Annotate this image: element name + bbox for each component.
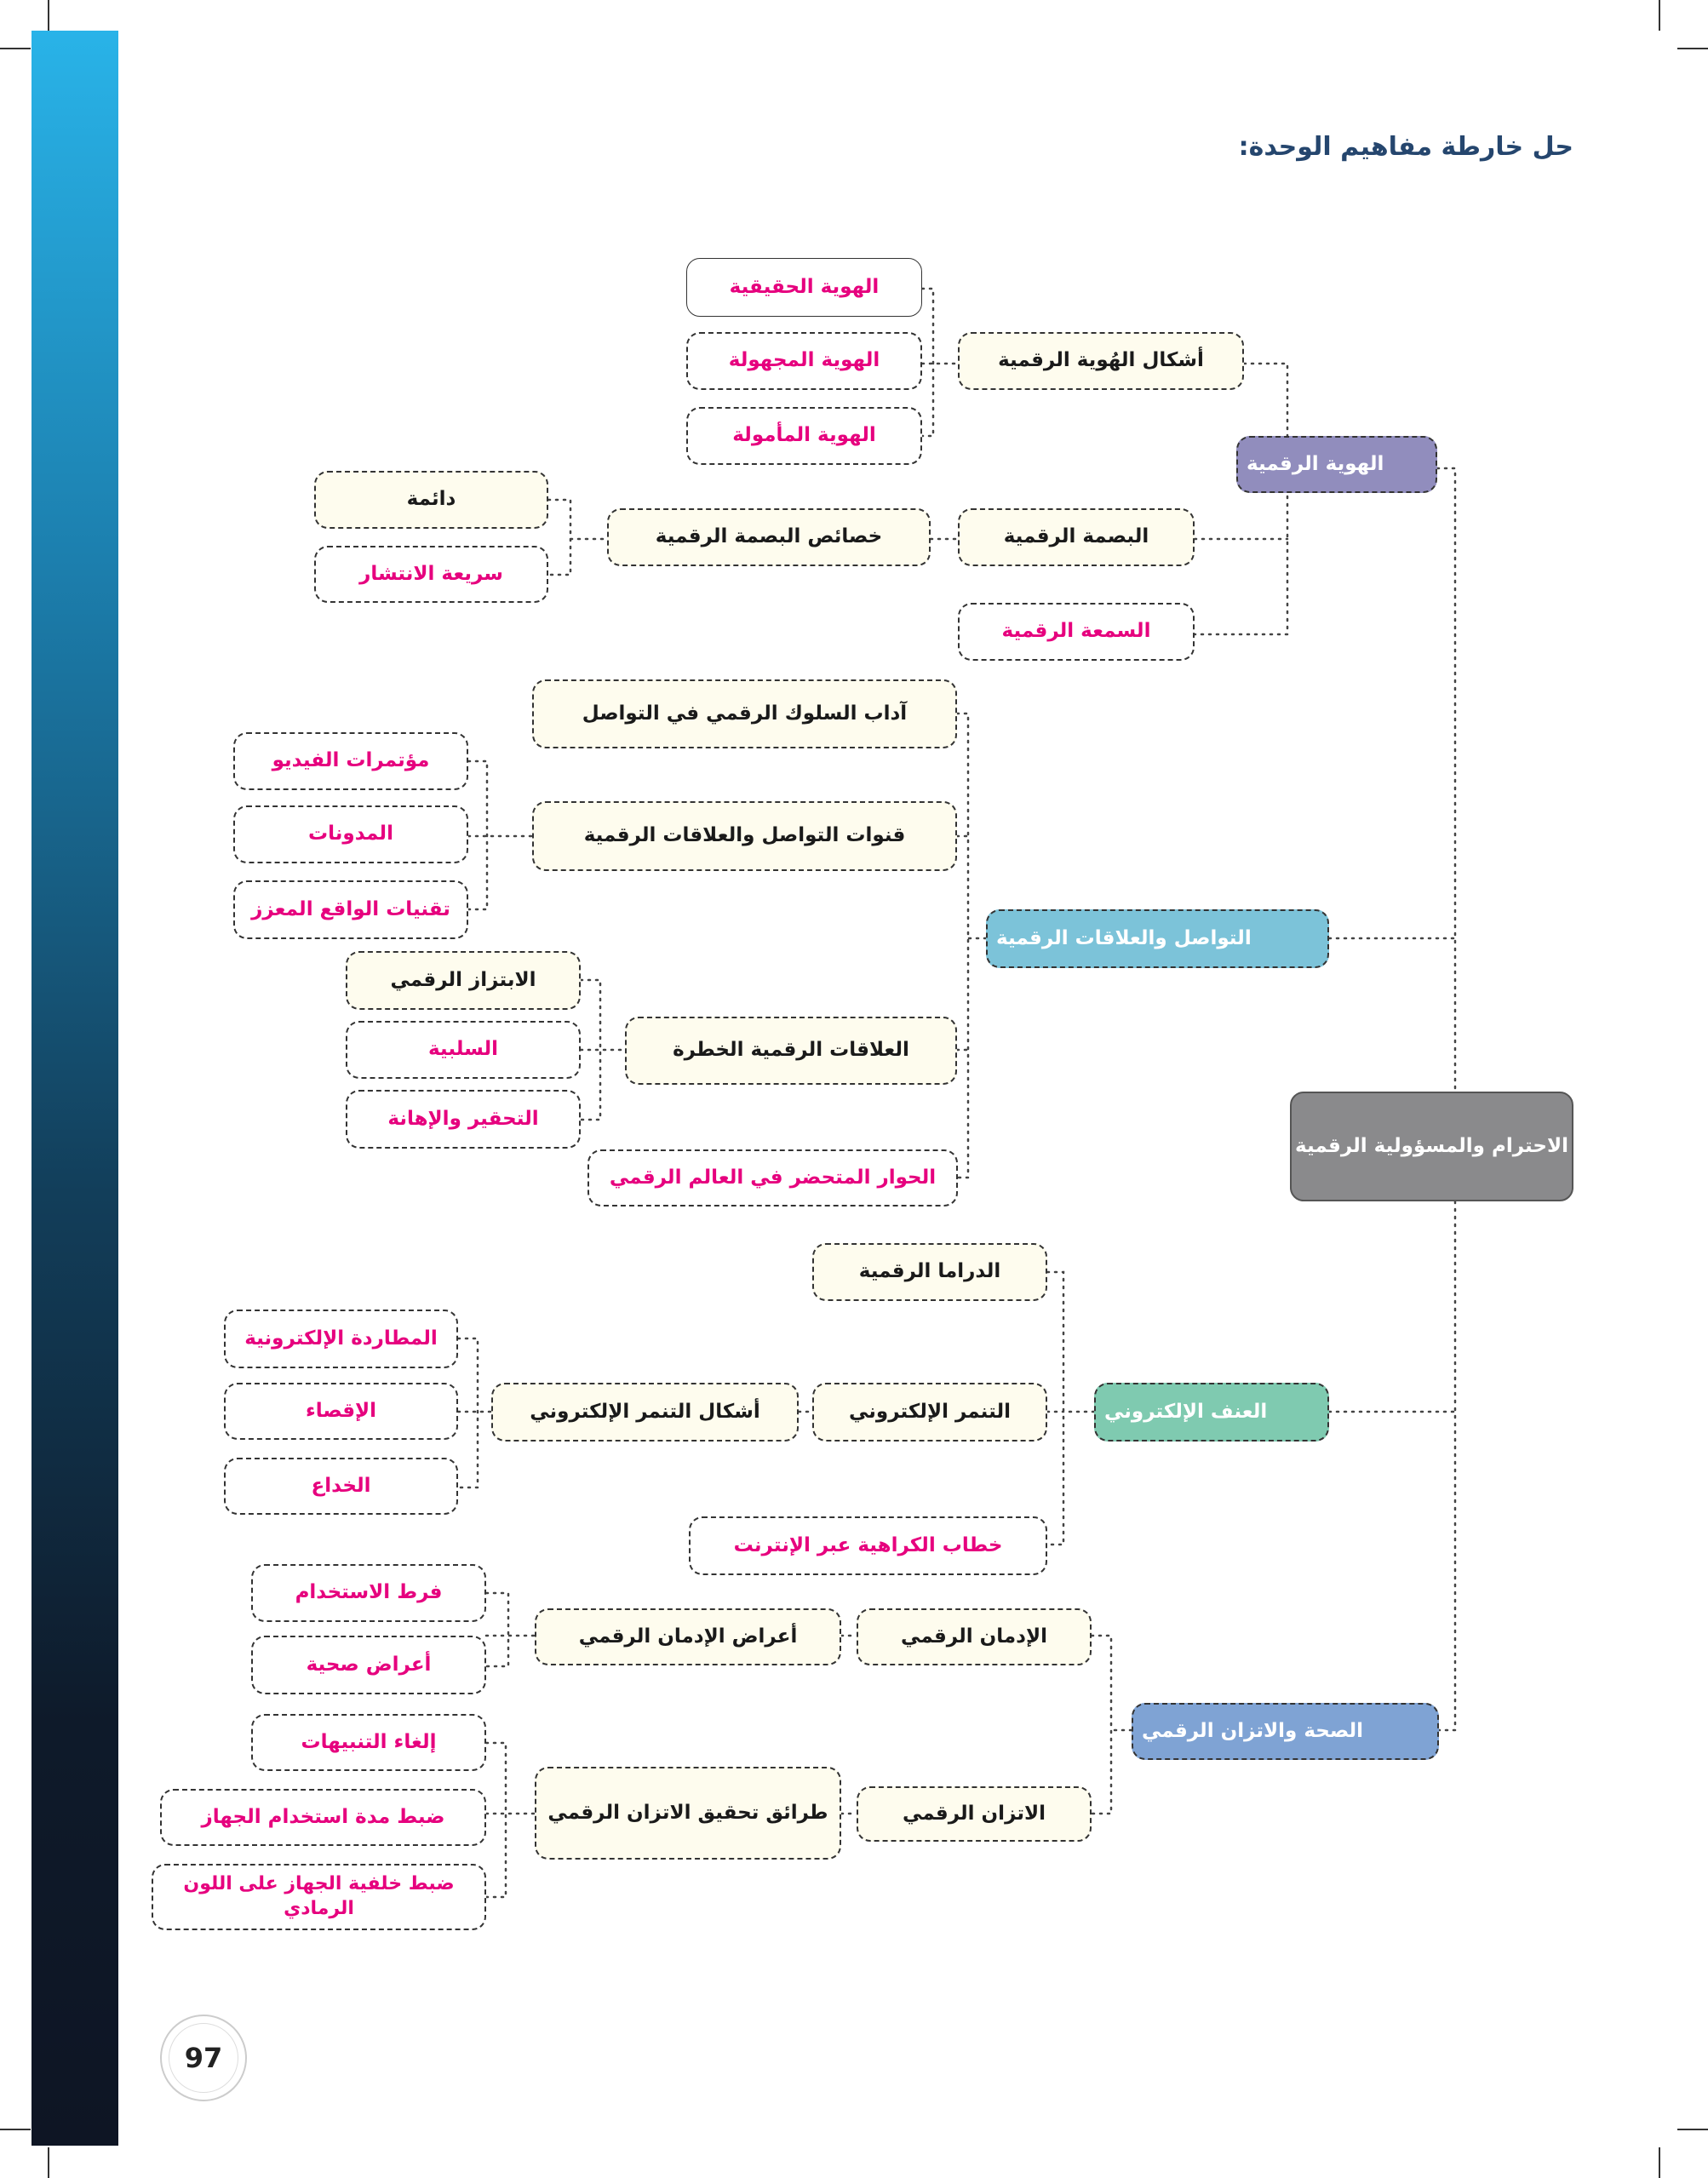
connector-dangerous [579,978,627,1121]
page-number: 97 [160,2015,247,2101]
connector-addiction [484,1591,858,1668]
node-limit-usage-time: ضبط مدة استخدام الجهاز [160,1789,486,1846]
connector-channels [467,759,534,911]
node-anonymous-identity: الهوية المجهولة [686,332,922,390]
page-title: حل خارطة مفاهيم الوحدة: [1238,132,1573,162]
node-real-identity: الهوية الحقيقية [686,258,922,317]
node-negativity: السلبية [346,1021,581,1079]
crop-mark [1677,2129,1708,2130]
node-identity-forms: أشكال الهُوية الرقمية [958,332,1244,390]
connector-identity [1193,362,1289,636]
node-digital-drama: الدراما الرقمية [812,1243,1047,1301]
node-overuse: فرط الاستخدام [251,1564,486,1622]
node-digital-identity: الهوية الرقمية [1236,436,1437,493]
node-augmented-reality: تقنيات الواقع المعزز [233,880,468,939]
node-video-conferences: مؤتمرات الفيديو [233,732,468,790]
node-hate-speech: خطاب الكراهية عبر الإنترنت [689,1516,1047,1575]
node-fast-spreading: سريعة الانتشار [314,546,548,603]
node-cyberbullying: التنمر الإلكتروني [812,1383,1047,1441]
node-digital-balance: الاتزان الرقمي [857,1786,1092,1842]
node-health-symptoms: أعراض صحية [251,1636,486,1694]
node-dangerous-relations: العلاقات الرقمية الخطرة [625,1017,957,1085]
crop-mark [1659,2147,1660,2178]
connector-violence-branch [1046,1270,1096,1546]
crop-mark [0,48,31,49]
node-addiction-symptoms: أعراض الإدمان الرقمي [535,1608,841,1665]
node-deception: الخداع [224,1458,458,1515]
node-respect-responsibility: الاحترام والمسؤولية الرقمية [1290,1092,1573,1201]
node-disable-notifications: إلغاء التنبيهات [251,1714,486,1771]
node-civil-dialogue: الحوار المتحضر في العالم الرقمي [587,1149,958,1206]
node-humiliation: التحقير والإهانة [346,1090,581,1149]
node-blogs: المدونات [233,805,468,863]
node-blackmail: الابتزاز الرقمي [346,951,581,1010]
crop-mark [48,0,49,31]
node-cyber-violence: العنف الإلكتروني [1094,1383,1329,1441]
node-digital-addiction: الإدمان الرقمي [857,1608,1092,1665]
connector-bullying-forms [456,1337,814,1489]
node-desired-identity: الهوية المأمولة [686,407,922,465]
crop-mark [48,2147,49,2178]
node-permanent: دائمة [314,471,548,529]
crop-mark [0,2129,31,2130]
node-bullying-forms: أشكال التنمر الإلكتروني [491,1383,799,1441]
connector-balance [484,1741,858,1899]
node-balance-ways: طرائق تحقيق الاتزان الرقمي [535,1767,841,1860]
node-digital-reputation: السمعة الرقمية [958,603,1195,661]
side-color-bar [32,31,118,2146]
node-communication: التواصل والعلاقات الرقمية [986,909,1329,968]
crop-mark [1677,48,1708,49]
connector-health-branch [1090,1634,1133,1815]
node-etiquette: آداب السلوك الرقمي في التواصل [532,679,957,748]
node-grayscale-background: ضبط خلفية الجهاز على اللون الرمادي [152,1864,486,1930]
connector-communication-branch [955,712,988,1179]
node-footprint-properties: خصائص البصمة الرقمية [607,508,931,566]
node-digital-footprint: البصمة الرقمية [958,508,1195,566]
connector-forms [920,287,960,438]
node-health-balance: الصحة والاتزان الرقمي [1132,1703,1439,1760]
crop-mark [1659,0,1660,31]
connector-footprint-props [547,498,609,576]
node-exclusion: الإقصاء [224,1383,458,1440]
node-cyberstalking: المطاردة الإلكترونية [224,1310,458,1368]
connector-spine [1436,467,1457,1732]
node-channels: قنوات التواصل والعلاقات الرقمية [532,801,957,871]
